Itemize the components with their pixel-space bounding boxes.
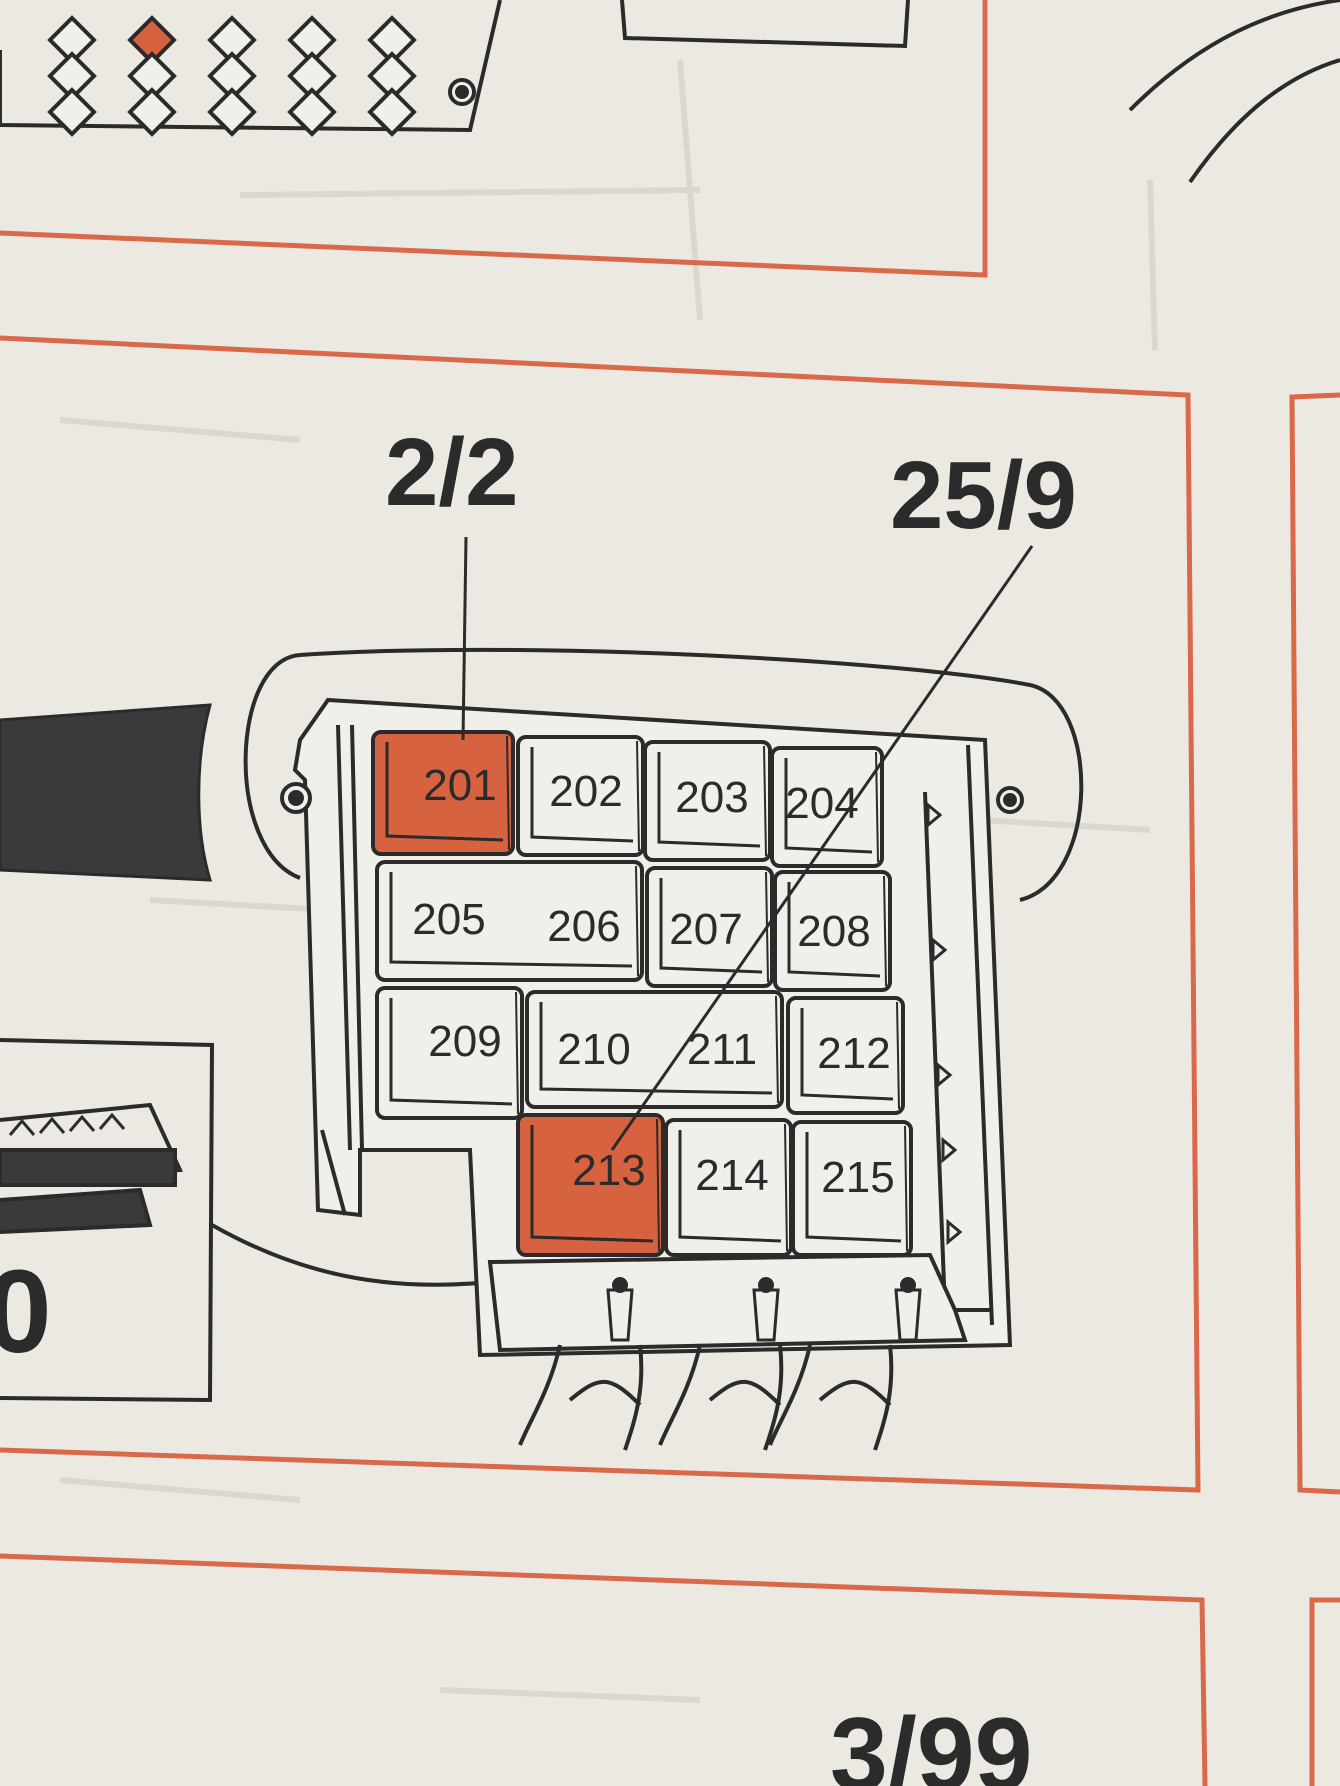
callout-label-right: 25/9 — [890, 442, 1077, 549]
callout-line-left — [461, 536, 468, 741]
side-tab — [941, 1136, 958, 1164]
relay-205-label: 205 — [412, 895, 485, 944]
relay-201-body — [371, 730, 515, 856]
harness-wire — [768, 1344, 894, 1451]
right-section-frame — [1289, 392, 1340, 1495]
side-tab — [931, 936, 948, 964]
base-terminal — [894, 1288, 922, 1342]
relay-208-body — [773, 870, 892, 992]
top-pin — [207, 87, 257, 137]
top-connector-pins — [47, 15, 417, 137]
relay-204-body — [770, 746, 884, 868]
top-right-curve — [1128, 0, 1340, 112]
side-tabs — [926, 801, 963, 1246]
relay-210-body — [525, 990, 784, 1109]
relay-213-body — [516, 1113, 665, 1257]
base-terminal — [752, 1288, 780, 1342]
top-connector — [0, 0, 1340, 184]
top-section-frame — [0, 0, 988, 278]
harness-wire — [658, 1344, 784, 1451]
relay-209-body — [375, 986, 524, 1120]
relay-202-body — [516, 735, 645, 857]
relay-210-label: 210 — [557, 1025, 630, 1074]
relay-207-label: 207 — [669, 905, 742, 954]
top-pin — [367, 87, 417, 137]
relay-213-label: 213 — [572, 1146, 645, 1195]
bottom-right-section-frame — [1309, 1597, 1340, 1786]
relay-211-label: 211 — [687, 1025, 757, 1074]
relay-214-label: 214 — [695, 1151, 768, 1200]
rail-left — [320, 724, 364, 1216]
relay-203-label: 203 — [675, 773, 748, 822]
relay-208-label: 208 — [797, 907, 870, 956]
side-tab — [936, 1061, 953, 1089]
harness-wire — [518, 1344, 644, 1451]
side-tab — [926, 801, 943, 829]
top-pin — [127, 87, 177, 137]
callout-line-right — [610, 545, 1034, 1151]
relay-205-body — [375, 860, 644, 982]
base-terminals — [606, 1277, 922, 1342]
relay-206-label: 206 — [547, 902, 620, 951]
terminal-screw — [900, 1277, 916, 1293]
terminal-screw — [758, 1277, 774, 1293]
base-strip — [487, 1252, 968, 1353]
relay-212-label: 212 — [817, 1029, 890, 1078]
relay-214-body — [664, 1118, 793, 1257]
relay-202-label: 202 — [549, 767, 622, 816]
relay-209-label: 209 — [428, 1017, 501, 1066]
page-reference-bottom: 3/99 — [830, 1697, 1032, 1786]
harness-wires — [518, 1344, 894, 1451]
housing-outline — [243, 647, 1084, 902]
top-right-box — [620, 0, 910, 49]
relay-215-body — [791, 1120, 913, 1257]
top-right-curve-2 — [1188, 58, 1340, 184]
relay-207-body — [645, 866, 774, 988]
left-edge-fragment: 0 — [0, 1246, 52, 1378]
side-tab — [946, 1218, 963, 1246]
main-section-frame — [0, 335, 1201, 1493]
relay-204-label: 204 — [785, 779, 858, 828]
left-cable — [0, 703, 213, 882]
relay-212-body — [786, 996, 905, 1115]
left-connector — [0, 1038, 215, 1403]
top-pin — [287, 87, 337, 137]
callout-lines — [461, 536, 1034, 1151]
relay-215-label: 215 — [821, 1153, 894, 1202]
callout-label-left: 2/2 — [385, 419, 518, 526]
base-terminal — [606, 1288, 634, 1342]
relay-grid: 201 202 203 204 205 206 207 208 209 210 211 212 213 2… — [371, 730, 913, 1257]
bleed-through-marks — [59, 59, 1158, 1703]
relay-201-label: 201 — [423, 761, 496, 810]
bottom-section-frame — [0, 1553, 1208, 1786]
terminal-screw — [612, 1277, 628, 1293]
top-pin — [47, 87, 97, 137]
